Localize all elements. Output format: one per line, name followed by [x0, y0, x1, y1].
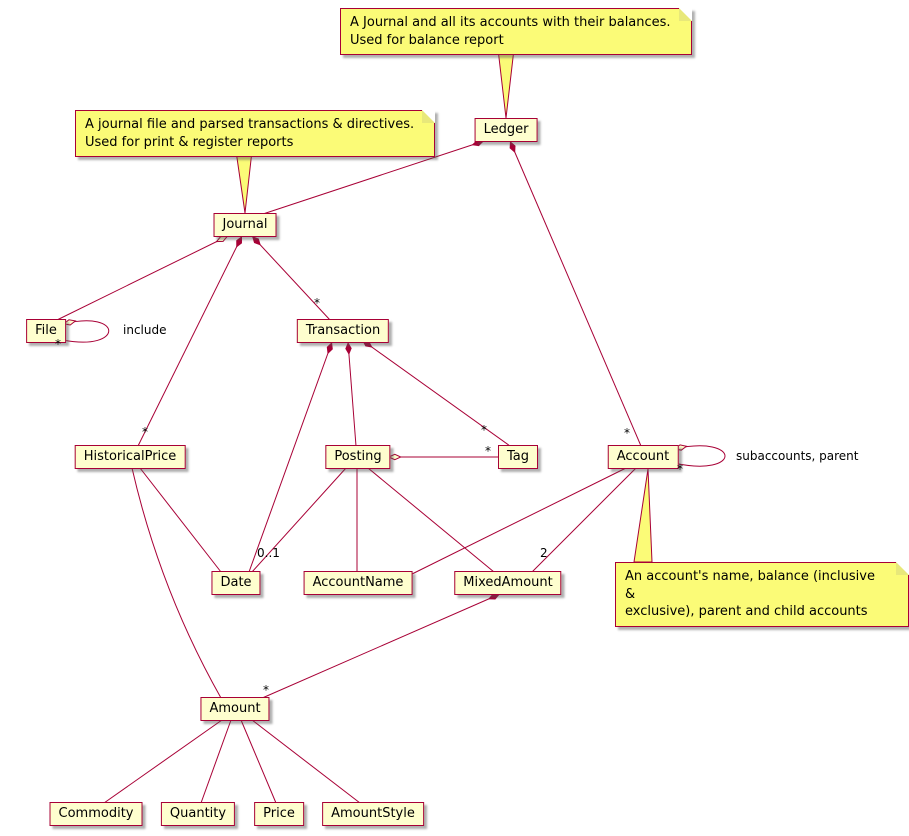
class-amount: Amount — [200, 697, 270, 721]
edge-label-account-self: subaccounts, parent — [736, 449, 859, 463]
edge-amount-price — [240, 719, 277, 804]
edge-account-accountname — [403, 467, 627, 579]
class-ledger: Ledger — [474, 118, 538, 142]
edge-historicalprice-date — [139, 467, 222, 573]
edge-label-include: include — [123, 323, 167, 337]
edge-ledger-journal — [262, 140, 485, 215]
class-commodity: Commodity — [49, 802, 143, 826]
note-account-description: An account's name, balance (inclusive & … — [615, 562, 909, 627]
edge-label-journal-transaction-star: * — [314, 296, 320, 310]
class-mixedamount: MixedAmount — [454, 571, 562, 595]
class-amountstyle: AmountStyle — [322, 802, 424, 826]
edge-amount-quantity — [200, 719, 232, 804]
class-account: Account — [607, 445, 679, 469]
edge-journal-transaction — [251, 235, 331, 321]
edge-label-ledger-account-star: * — [624, 426, 630, 440]
note-pointer-journal — [235, 150, 253, 214]
edge-journal-file — [56, 235, 228, 321]
note-pointer-ledger — [497, 48, 515, 119]
edge-historicalprice-amount — [131, 467, 222, 699]
edge-label-file-self-star: * — [55, 337, 61, 351]
class-quantity: Quantity — [160, 802, 236, 826]
edge-label-journal-histprice-star: * — [142, 425, 148, 439]
class-price: Price — [254, 802, 304, 826]
note-journal-print-register: A journal file and parsed transactions &… — [75, 110, 436, 158]
class-posting: Posting — [325, 445, 391, 469]
edge-file-self-include — [63, 321, 109, 343]
edge-account-self — [674, 446, 726, 467]
edge-posting-mixedamount — [367, 467, 495, 573]
edge-label-account-self-star: * — [677, 462, 683, 476]
class-tag: Tag — [497, 445, 539, 469]
edge-account-mixedamount — [531, 467, 637, 573]
edge-transaction-date — [248, 341, 333, 573]
class-file: File — [26, 319, 66, 343]
edge-amount-commodity — [103, 719, 223, 804]
edge-label-transaction-date-mult: 0..1 — [257, 546, 280, 560]
edge-ledger-account — [509, 140, 642, 447]
class-accountname: AccountName — [303, 571, 413, 595]
edge-journal-historicalprice — [137, 235, 243, 447]
edge-label-transaction-tag-star: * — [481, 423, 487, 437]
class-date: Date — [211, 571, 261, 595]
edge-mixedamount-amount — [259, 593, 501, 700]
edge-amount-amountstyle — [251, 719, 361, 804]
edge-transaction-tag — [361, 339, 511, 447]
edge-posting-date — [251, 467, 347, 573]
edge-label-mixedamount-amount-star: * — [263, 683, 269, 697]
class-historicalprice: HistoricalPrice — [74, 445, 186, 469]
note-pointer-account — [633, 468, 653, 563]
class-transaction: Transaction — [296, 319, 390, 343]
edge-label-posting-tag-star: * — [485, 444, 491, 458]
edge-transaction-posting — [345, 341, 357, 447]
class-journal: Journal — [213, 213, 277, 237]
note-ledger-balance-report: A Journal and all its accounts with thei… — [340, 8, 692, 56]
edge-label-account-mixedamount-mult: 2 — [540, 546, 548, 560]
